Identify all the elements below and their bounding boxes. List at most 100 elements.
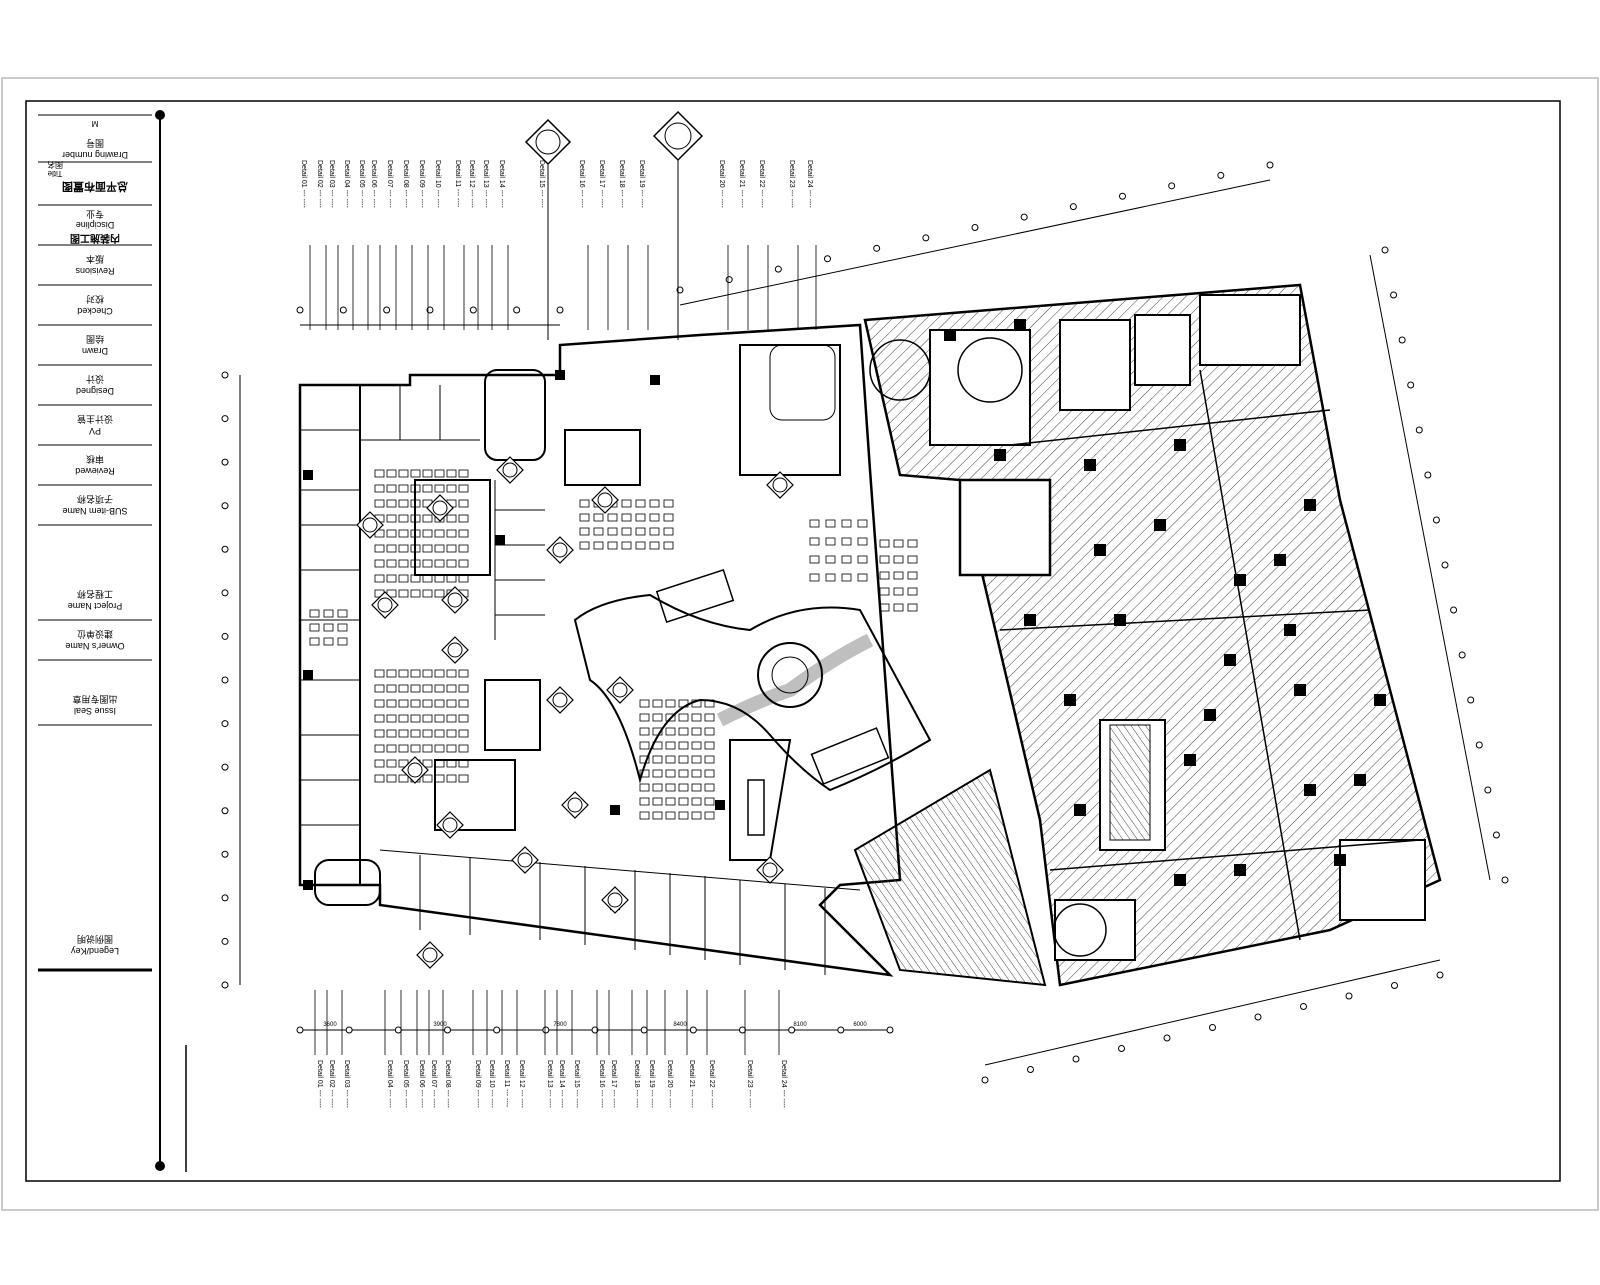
table-seat (825, 573, 836, 582)
table-seat (434, 714, 445, 723)
table-seat (398, 469, 409, 478)
table-seat (422, 714, 433, 723)
table-seat (323, 637, 334, 646)
table-seat (879, 603, 890, 612)
leader-note: Detail 12 --- ---- (518, 1060, 525, 1109)
grid-bubble (221, 632, 229, 640)
tb-subitem-label: SUB-item Name (62, 506, 127, 516)
table-seat (809, 537, 820, 546)
table-seat (458, 669, 469, 678)
grid-bubble (221, 545, 229, 553)
grid-bubble (296, 306, 304, 314)
table-seat (691, 727, 702, 736)
table-seat (639, 699, 650, 708)
tb-designed-cn: 设计 (86, 374, 104, 385)
grid-bubble (1501, 876, 1509, 884)
table-seat (410, 559, 421, 568)
table-seat (639, 783, 650, 792)
table-seat (621, 541, 632, 550)
column (1284, 624, 1296, 636)
table-seat (434, 669, 445, 678)
table-seat (386, 574, 397, 583)
table-seat (410, 484, 421, 493)
elevation-marker (591, 486, 619, 514)
table-seat (579, 527, 590, 536)
column (555, 370, 565, 380)
leader-note: Detail 06 --- ---- (418, 1060, 425, 1109)
table-seat (907, 555, 918, 564)
leader-note: Detail 05 --- ---- (402, 1060, 409, 1109)
tb-drawn-label: Drawn (82, 346, 108, 356)
leader-note: Detail 07 --- ---- (386, 160, 393, 209)
column (1074, 804, 1086, 816)
table-seat (665, 699, 676, 708)
leader-note: Detail 11 --- ---- (503, 1060, 510, 1108)
grid-bubble (1381, 246, 1389, 254)
table-seat (678, 769, 689, 778)
leader-note: Detail 22 --- ---- (758, 160, 765, 209)
table-seat (374, 544, 385, 553)
left-building (298, 323, 932, 977)
table-seat (446, 744, 457, 753)
table-seat (907, 603, 918, 612)
column (303, 880, 313, 890)
table-seat (386, 774, 397, 783)
column (650, 375, 660, 385)
grid-bubble (1398, 336, 1406, 344)
table-seat (386, 699, 397, 708)
table-seat (607, 513, 618, 522)
tb-discipline-value: 内装施工图 (70, 232, 120, 245)
grid-bubble (1475, 741, 1483, 749)
table-seat (663, 527, 674, 536)
grid-bubble (1391, 982, 1398, 989)
table-seat (434, 684, 445, 693)
table-seat (434, 774, 445, 783)
table-seat (309, 623, 320, 632)
grid-bubble (221, 894, 229, 902)
table-seat (652, 741, 663, 750)
table-seat (907, 539, 918, 548)
leader-note: Detail 11 --- ---- (454, 160, 461, 208)
table-seat (841, 537, 852, 546)
tb-revisions-cn: 版本 (86, 254, 104, 265)
table-seat (841, 555, 852, 564)
grid-bubble (873, 244, 881, 252)
table-seat (678, 797, 689, 806)
table-seat (398, 484, 409, 493)
table-seat (639, 797, 650, 806)
leader-note: Detail 12 --- ---- (468, 160, 475, 209)
grid-bubble (394, 1026, 402, 1034)
table-seat (652, 755, 663, 764)
tb-designed-label: Designed (76, 386, 114, 396)
table-seat (893, 571, 904, 580)
table-seat (458, 484, 469, 493)
table-seat (458, 574, 469, 583)
table-seat (635, 499, 646, 508)
elevation-marker (426, 494, 454, 522)
table-seat (446, 759, 457, 768)
tb-drawn-cn: 绘图 (86, 334, 104, 345)
table-seat (857, 573, 868, 582)
table-seat (678, 699, 689, 708)
table-seat (458, 544, 469, 553)
column (994, 449, 1006, 461)
table-seat (579, 541, 590, 550)
table-seat (665, 811, 676, 820)
table-seat (879, 587, 890, 596)
column (1094, 544, 1106, 556)
table-seat (704, 797, 715, 806)
table-seat (893, 587, 904, 596)
table-seat (649, 499, 660, 508)
column (1114, 614, 1126, 626)
grid-bubble (1300, 1003, 1307, 1010)
table-seat (593, 541, 604, 550)
table-seat (665, 769, 676, 778)
elevation-marker (766, 471, 794, 499)
elevation-marker (756, 856, 784, 884)
leader-note: Detail 17 --- ---- (610, 1060, 617, 1109)
grid-bubble (837, 1026, 845, 1034)
dimension-label: 8400 (673, 1022, 687, 1028)
elevation-markers (356, 456, 794, 969)
tb-revisions-label: Revisions (75, 266, 115, 276)
table-seat (434, 559, 445, 568)
